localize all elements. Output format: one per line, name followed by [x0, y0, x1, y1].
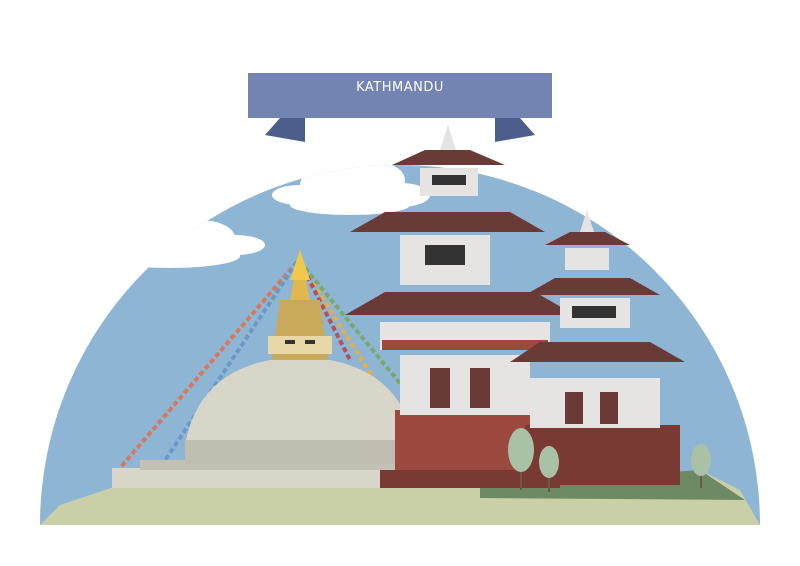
tree-icon [539, 446, 559, 492]
tree-icon [691, 444, 711, 488]
ribbon-banner-icon [248, 73, 552, 142]
cloud-icon [272, 165, 430, 215]
banner-title: KATHMANDU [356, 80, 444, 95]
pagoda-temple-icon [510, 210, 685, 485]
tree-icon [508, 428, 534, 490]
